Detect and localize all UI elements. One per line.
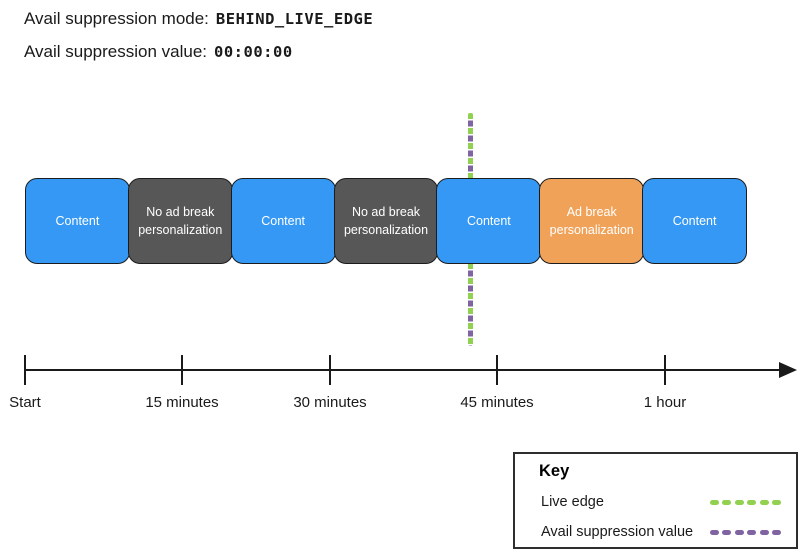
tick-start [24, 355, 26, 385]
segment-label: Content [672, 213, 717, 228]
segment-content-1: Content [25, 178, 130, 264]
legend-title: Key [539, 462, 570, 480]
tick-label-30-minutes: 30 minutes [293, 394, 367, 411]
time-axis-line [25, 369, 782, 371]
avail-suppression-value-value: 00:00:00 [214, 43, 293, 61]
tick-label-start: Start [9, 394, 41, 411]
tick-30-minutes [329, 355, 331, 385]
legend-key-box: Key Live edge Avail suppression value [513, 452, 798, 549]
tick-label-45-minutes: 45 minutes [460, 394, 534, 411]
avail-suppression-mode-label: Avail suppression mode: [24, 9, 209, 28]
segment-content-4: Content [642, 178, 748, 264]
avail-suppression-value-line: Avail suppression value: 00:00:00 [24, 42, 293, 62]
tick-label-1-hour: 1 hour [643, 394, 687, 411]
avail-suppression-mode-line: Avail suppression mode: BEHIND_LIVE_EDGE [24, 9, 373, 29]
legend-label-avail-suppression: Avail suppression value [541, 524, 694, 540]
segment-label: Ad break personalization [549, 204, 634, 237]
tick-45-minutes [496, 355, 498, 385]
segment-label: Content [466, 213, 511, 228]
segment-strip: Content No ad break personalization Cont… [25, 178, 748, 264]
segment-no-ad-break-2: No ad break personalization [333, 178, 439, 264]
avail-suppression-mode-value: BEHIND_LIVE_EDGE [215, 10, 374, 28]
tick-label-15-minutes: 15 minutes [145, 394, 219, 411]
segment-label: No ad break personalization [343, 204, 429, 237]
segment-ad-break: Ad break personalization [539, 178, 645, 264]
tick-15-minutes [181, 355, 183, 385]
segment-label: Content [55, 213, 100, 228]
segment-content-2: Content [230, 178, 336, 264]
live-edge-dash-swatch [709, 499, 781, 505]
avail-suppression-value-label: Avail suppression value: [24, 42, 208, 61]
segment-label: Content [261, 213, 306, 228]
segment-no-ad-break-1: No ad break personalization [127, 178, 233, 264]
legend-item-live-edge: Live edge [541, 494, 781, 510]
legend-item-avail-suppression: Avail suppression value [541, 524, 781, 540]
legend-label-live-edge: Live edge [541, 494, 604, 510]
time-axis-arrow-icon [779, 362, 797, 378]
avail-suppression-dash-swatch [709, 529, 781, 535]
segment-label: No ad break personalization [138, 204, 223, 237]
tick-1-hour [664, 355, 666, 385]
segment-content-3: Content [436, 178, 542, 264]
